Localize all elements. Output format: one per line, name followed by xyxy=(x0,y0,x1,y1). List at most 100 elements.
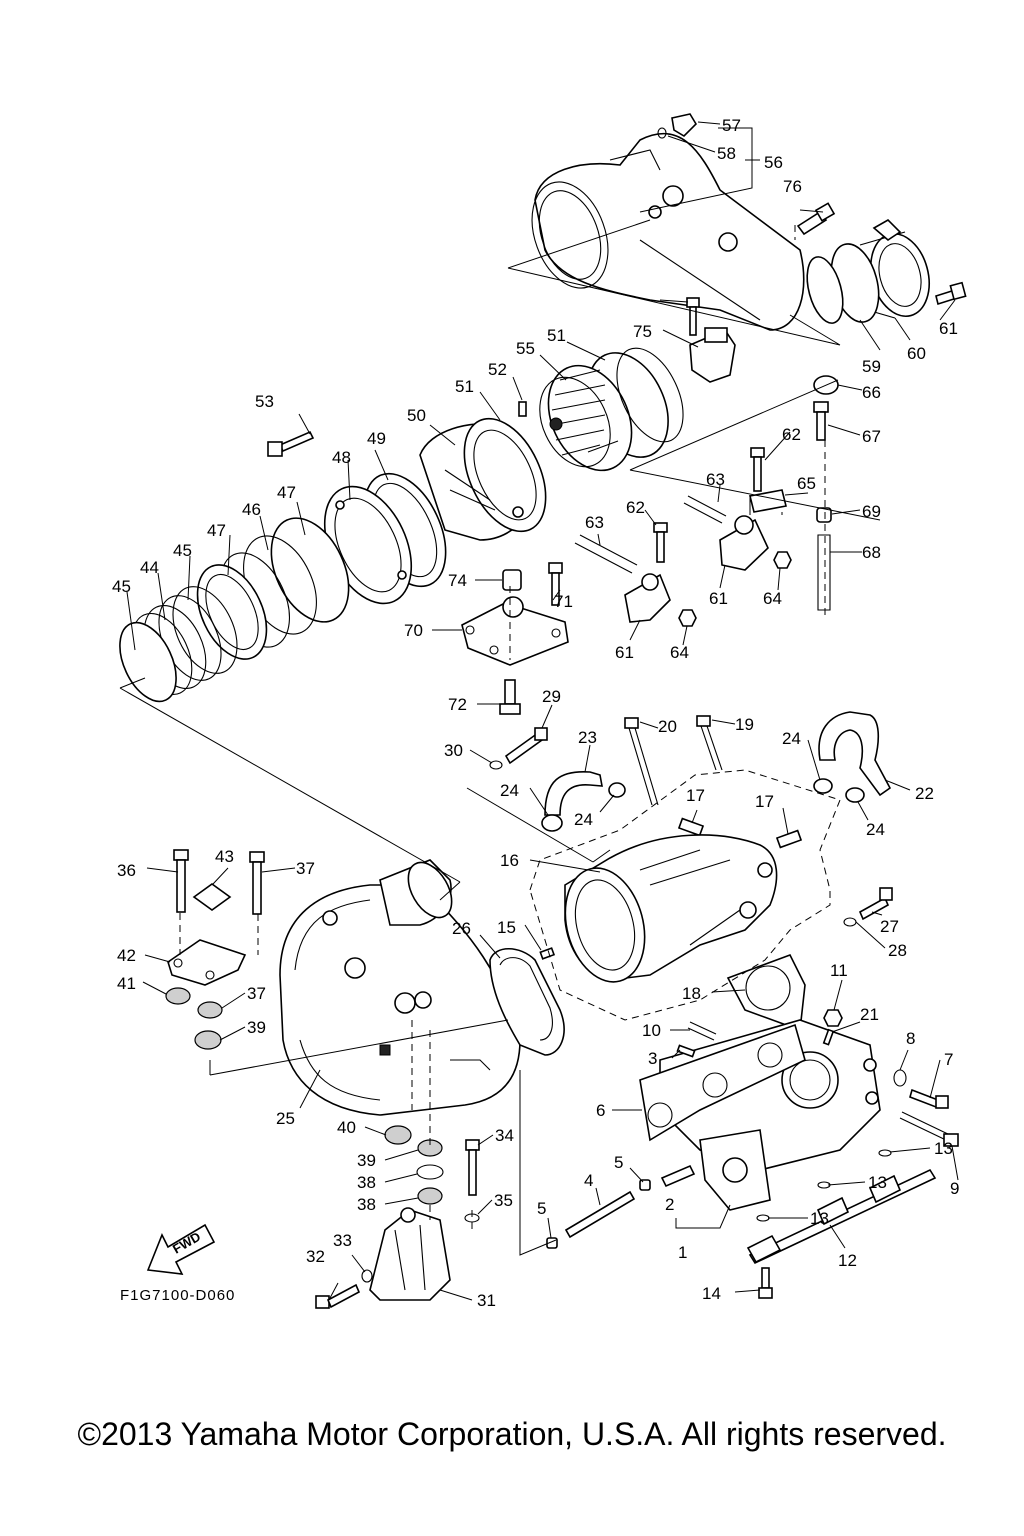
bracket-61-right-part xyxy=(719,515,769,571)
callout-13-a: 13 xyxy=(934,1139,953,1158)
callout-38: 38 xyxy=(357,1173,376,1192)
callout-63-right: 63 xyxy=(706,470,725,489)
callout-2: 2 xyxy=(665,1195,674,1214)
bracket-74-part xyxy=(689,327,736,383)
gasket-26-part xyxy=(489,947,565,1056)
pin-52-part xyxy=(518,401,527,417)
fitting-17-left-part xyxy=(677,817,705,837)
nut-11-part xyxy=(823,1009,843,1027)
callout-47: 47 xyxy=(207,521,226,540)
copyright-notice: ©2013 Yamaha Motor Corporation, U.S.A. A… xyxy=(77,1416,947,1452)
bolt-9-part xyxy=(899,1111,959,1147)
gasket-18-part xyxy=(726,954,806,1032)
assembly-line-box xyxy=(209,1019,509,1076)
bolt-14-part xyxy=(758,1267,773,1299)
callout-6: 6 xyxy=(596,1101,605,1120)
callout-14: 14 xyxy=(702,1284,721,1303)
grommet-37-lower-part xyxy=(417,1187,443,1205)
bolt-29-part xyxy=(504,727,548,765)
callout-8: 8 xyxy=(906,1029,915,1048)
grommet-37-top-part xyxy=(197,1001,223,1019)
callout-28: 28 xyxy=(888,941,907,960)
callout-13-b: 13 xyxy=(868,1173,887,1192)
callout-31: 31 xyxy=(477,1291,496,1310)
callout-17-right: 17 xyxy=(755,792,774,811)
callout-37: 38 xyxy=(357,1195,376,1214)
water-pipe-12-part xyxy=(746,1168,937,1265)
callout-11: 11 xyxy=(830,961,848,980)
callout-9: 9 xyxy=(950,1179,959,1198)
bolt-75-part xyxy=(796,202,836,236)
grommet-39-top-part xyxy=(194,1030,222,1050)
callout-35: 35 xyxy=(494,1191,513,1210)
bolt-34-part xyxy=(465,1139,480,1196)
washer-28-part xyxy=(843,917,857,927)
callout-56: 57 xyxy=(722,116,741,135)
callout-22: 22 xyxy=(915,784,934,803)
bolt-60-part xyxy=(935,281,967,306)
liner-ring-part xyxy=(616,347,684,443)
bolt-7-part xyxy=(909,1088,949,1109)
callout-54: 55 xyxy=(516,339,535,358)
callout-47-top: 47 xyxy=(277,483,296,502)
callout-48: 48 xyxy=(332,448,351,467)
fitting-2-part xyxy=(660,1164,696,1188)
bolt-36-left-part xyxy=(173,849,189,913)
bracket-line-1-2 xyxy=(675,1204,731,1229)
exhaust-chamber-part xyxy=(531,132,805,331)
bolt-19-part xyxy=(696,715,723,771)
callout-60: 61 xyxy=(939,319,958,338)
callout-59: 60 xyxy=(907,344,926,363)
intake-manifold-part xyxy=(564,834,778,983)
callout-74: 75 xyxy=(633,322,652,341)
exhaust-joint-part xyxy=(806,219,930,324)
damper-73-part xyxy=(502,569,522,591)
assembly-line-hose xyxy=(466,787,611,863)
callout-51: 51 xyxy=(455,377,474,396)
hose-23-part xyxy=(544,770,603,816)
clamp-5-b-part xyxy=(639,1179,651,1191)
clamp-24-d-part xyxy=(845,787,865,803)
callout-58: 59 xyxy=(862,357,881,376)
callout-67: 67 xyxy=(862,427,881,446)
hose-46-part xyxy=(196,517,350,660)
grommet-41-part xyxy=(165,987,191,1005)
callout-21: 21 xyxy=(860,1005,879,1024)
callout-32: 32 xyxy=(306,1247,325,1266)
callout-55: 56 xyxy=(764,153,783,172)
callout-71: 71 xyxy=(554,592,573,611)
engine-mount-part xyxy=(369,1207,451,1301)
callout-41: 41 xyxy=(117,974,136,993)
callout-50: 50 xyxy=(407,406,426,425)
callout-51-top: 51 xyxy=(547,326,566,345)
callout-4: 4 xyxy=(584,1171,593,1190)
pad-43-part xyxy=(192,883,232,911)
callout-61-right: 61 xyxy=(709,589,728,608)
callout-64-left: 64 xyxy=(670,643,689,662)
hose-22-part xyxy=(818,711,892,797)
callout-53: 53 xyxy=(255,392,274,411)
callout-72: 72 xyxy=(448,695,467,714)
fitting-67-part xyxy=(813,401,829,441)
callout-24-mid: 24 xyxy=(574,810,593,829)
callout-62-right: 62 xyxy=(782,425,801,444)
callout-45-top: 45 xyxy=(173,541,192,560)
callout-3: 3 xyxy=(648,1049,657,1068)
callout-20: 20 xyxy=(658,717,677,736)
callout-69: 69 xyxy=(862,502,881,521)
callout-34: 34 xyxy=(495,1126,514,1145)
callout-26: 26 xyxy=(452,919,471,938)
nut-64-left-part xyxy=(678,609,697,627)
callout-16: 16 xyxy=(500,851,519,870)
callout-66: 66 xyxy=(862,383,881,402)
callout-52: 52 xyxy=(488,360,507,379)
bolt-62-right-part xyxy=(750,447,765,492)
bolt-62-left-part xyxy=(653,522,668,563)
impeller-part xyxy=(539,352,669,472)
callout-labels: 57 58 56 76 75 61 59 60 66 67 51 55 52 5… xyxy=(112,116,959,1310)
callout-42: 42 xyxy=(117,946,136,965)
callout-24-top: 24 xyxy=(782,729,801,748)
pipe-4-part xyxy=(564,1190,636,1239)
callout-7: 7 xyxy=(944,1050,953,1069)
gasket-6-part xyxy=(639,1023,806,1142)
